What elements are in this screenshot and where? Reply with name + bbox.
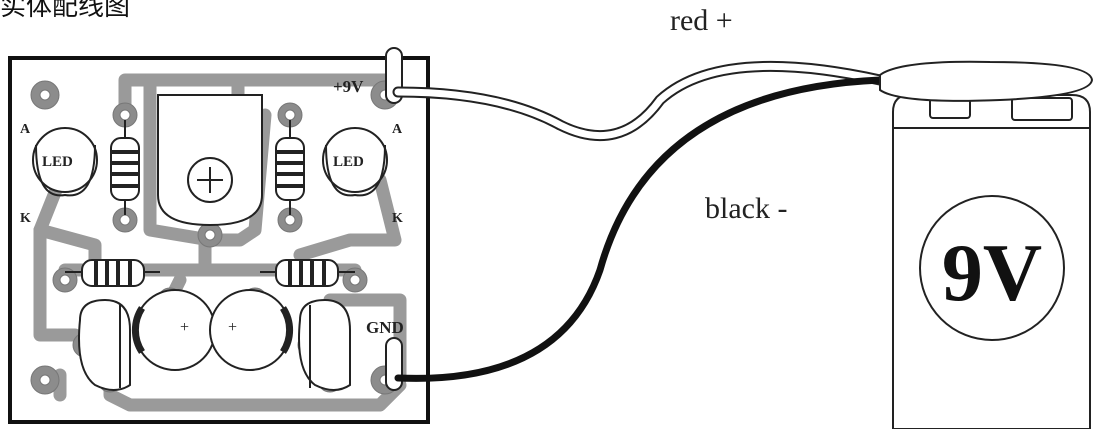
- transistor-left: [78, 298, 131, 391]
- battery-terminal-right: [1011, 97, 1073, 121]
- led-right-label: LED: [333, 154, 364, 170]
- plus9v-label: +9V: [333, 77, 364, 96]
- black-wire: [394, 76, 884, 382]
- diagram-title: 实体配线图: [0, 0, 131, 22]
- resistor-bottom-left: [65, 259, 160, 287]
- led-right-anode-label: A: [392, 122, 403, 137]
- transistor-right: [298, 298, 351, 391]
- red-wire: [392, 60, 886, 142]
- center-component: [157, 94, 263, 227]
- red-wire-label: red +: [670, 4, 733, 37]
- led-left-anode-label: A: [20, 122, 31, 137]
- cap-right-plus: +: [228, 319, 237, 336]
- led-right-cathode-label: K: [392, 211, 403, 226]
- connector-post-bottom: [385, 337, 403, 391]
- led-right: [322, 127, 388, 197]
- cap-left-plus: +: [180, 319, 189, 336]
- resistor-left: [110, 120, 140, 215]
- capacitor-left: [131, 289, 216, 371]
- black-wire-label: black -: [705, 192, 787, 225]
- resistor-right: [275, 120, 305, 215]
- battery-label: 9V: [942, 227, 1042, 318]
- pcb-board: +9V GND A K LED A K LED + +: [8, 47, 430, 424]
- led-left-cathode-label: K: [20, 211, 31, 226]
- capacitor-right: [209, 289, 294, 371]
- led-left: [32, 127, 98, 197]
- gnd-label: GND: [366, 318, 404, 337]
- resistor-bottom-right: [260, 259, 355, 287]
- battery: [879, 60, 1093, 429]
- led-left-label: LED: [42, 154, 73, 170]
- battery-label-circle: [919, 195, 1065, 341]
